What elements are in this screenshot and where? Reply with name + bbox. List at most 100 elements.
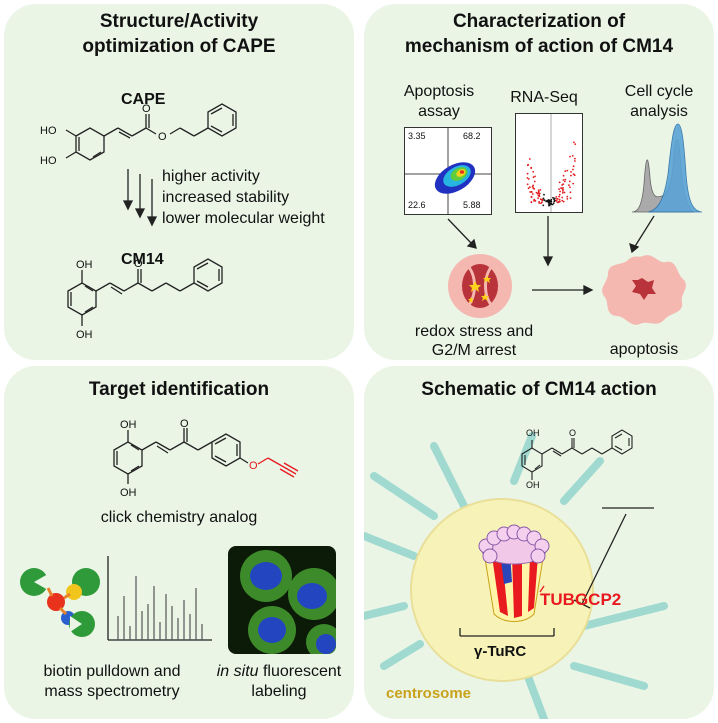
volcano-point [558,188,560,190]
volcano-point [558,181,561,184]
volcano-point [535,191,538,194]
volcano-point [538,192,541,195]
volcano-point [570,171,572,173]
volcano-point [572,173,575,175]
volcano-point [532,176,535,179]
centrosome-spokes [364,432,668,719]
cape-structure [65,103,237,326]
volcano-point [564,178,567,181]
cape-label: CAPE [121,91,166,108]
volcano-point [538,201,541,203]
quadrant-upper-left: 3.35 [408,131,426,141]
volcano-point [573,174,576,177]
click-chemistry-analog-structure [113,428,299,484]
volcano-point [570,174,572,177]
volcano-point [533,180,536,183]
volcano-point [530,167,533,169]
rnaseq-label: RNA-Seq [510,89,578,106]
volcano-point [574,160,576,162]
cm14-label: CM14 [121,251,164,268]
cell-cycle-line2: analysis [630,103,688,120]
volcano-point [540,202,542,205]
volcano-point [550,200,553,203]
cell-cycle-histogram [631,123,703,213]
volcano-point [543,193,545,196]
quadrant-upper-right: 68.2 [463,131,481,141]
panel-structure-activity: Structure/Activity optimization of CAPE … [4,4,354,360]
insitu-rest: fluorescent [258,663,342,680]
volcano-point [527,163,530,166]
analog-ether-o: O [249,460,258,472]
volcano-point [558,195,560,198]
volcano-point [574,143,577,145]
quadrant-lower-left: 22.6 [408,200,426,210]
volcano-point [541,201,543,203]
cm14-oh-top: OH [76,259,93,271]
panel-title-line2: optimization of CAPE [82,36,276,57]
improvement-increased-stability: increased stability [162,189,290,206]
volcano-point [561,192,564,194]
gamma-turc-label: γ-TuRC [474,643,527,660]
panel-title-line1: Characterization of [452,11,626,32]
gamma-turc-bracket [459,507,654,637]
volcano-point [562,179,565,181]
volcano-point [531,185,534,188]
cm14-structure [521,429,633,480]
panel-mechanism: Characterization of mechanism of action … [364,4,714,360]
volcano-point [550,202,553,205]
volcano-point [529,186,531,188]
volcano-point [534,200,537,202]
volcano-point [558,198,561,201]
cm14-carbonyl-o: O [134,258,143,270]
volcano-point [563,191,566,194]
redox-stress-line2: G2/M arrest [431,342,517,359]
volcano-point [556,198,559,200]
volcano-point [564,170,567,172]
pulldown-label-line1: biotin pulldown and [43,663,181,680]
pulldown-label-line2: mass spectrometry [44,683,180,700]
volcano-point [572,165,575,168]
quadrant-lower-right: 5.88 [463,200,481,210]
volcano-point [529,191,531,193]
volcano-point [530,196,533,198]
volcano-point [532,171,535,173]
volcano-point [569,197,572,199]
volcano-point [562,174,565,177]
cm14-oh-bottom: OH [526,480,540,490]
volcano-point [534,175,536,178]
volcano-point [560,187,562,189]
insitu-italic: in situ [216,663,259,680]
volcano-point [533,188,536,190]
improvement-lower-molecular-weight: lower molecular weight [162,210,325,227]
volcano-point [574,157,576,160]
volcano-point [537,189,540,192]
volcano-point [555,199,558,202]
panel-target-identification: Target identification OH OH O O click ch… [4,366,354,719]
volcano-point [556,201,559,204]
insitu-label-line2: labeling [251,683,307,700]
cm14-oh-top: OH [526,428,540,438]
volcano-point [533,198,536,201]
volcano-point [558,193,561,196]
volcano-point [530,201,533,204]
volcano-point [539,198,542,201]
fluorescence-image [228,546,336,654]
volcano-point [542,204,545,207]
apoptosis-assay-line1: Apoptosis [403,83,475,100]
analog-oh-bottom: OH [120,487,137,499]
flow-cytometry-plot: 3.35 68.2 22.6 5.88 [404,127,492,215]
volcano-point [526,177,529,179]
flow-arrows [447,215,655,296]
volcano-point [566,195,569,198]
volcano-point [543,199,545,201]
volcano-point [528,158,531,160]
volcano-point [561,184,563,186]
volcano-point [551,203,554,206]
volcano-point [526,183,529,186]
volcano-point [552,202,555,204]
redox-cell-icon [448,254,512,318]
volcano-point [569,191,572,194]
cape-ho-bottom: HO [40,155,57,167]
volcano-point [527,178,530,180]
panel-title: Schematic of CM14 action [421,379,657,400]
